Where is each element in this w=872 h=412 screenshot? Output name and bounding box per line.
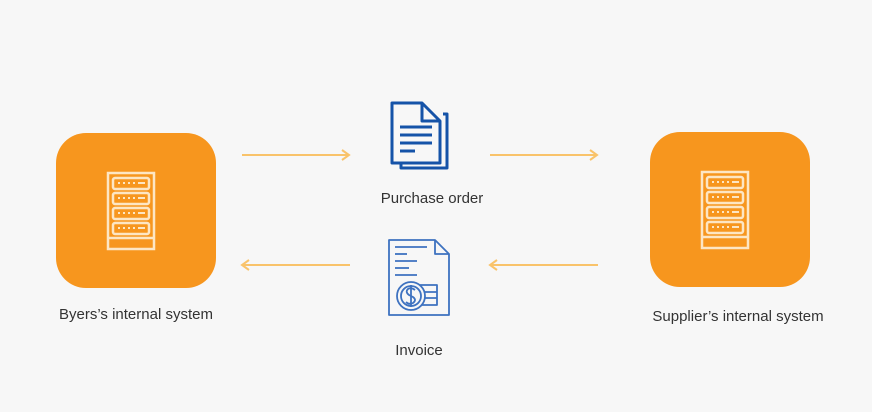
supplier-system-box bbox=[650, 132, 810, 287]
arrow-right-icon bbox=[242, 149, 351, 161]
arrow-right-icon bbox=[490, 149, 599, 161]
document-icon bbox=[390, 101, 449, 170]
buyer-system-box bbox=[56, 133, 216, 288]
arrow-left-icon bbox=[488, 259, 598, 271]
buyer-system-label: Byers’s internal system bbox=[59, 306, 213, 323]
invoice-label: Invoice bbox=[395, 342, 443, 359]
server-icon bbox=[106, 171, 156, 251]
arrow-left-icon bbox=[240, 259, 350, 271]
supplier-system-label: Supplier’s internal system bbox=[652, 308, 824, 325]
server-icon bbox=[700, 170, 750, 250]
purchase-order-label: Purchase order bbox=[380, 190, 484, 207]
invoice-dollar-icon bbox=[388, 239, 450, 316]
